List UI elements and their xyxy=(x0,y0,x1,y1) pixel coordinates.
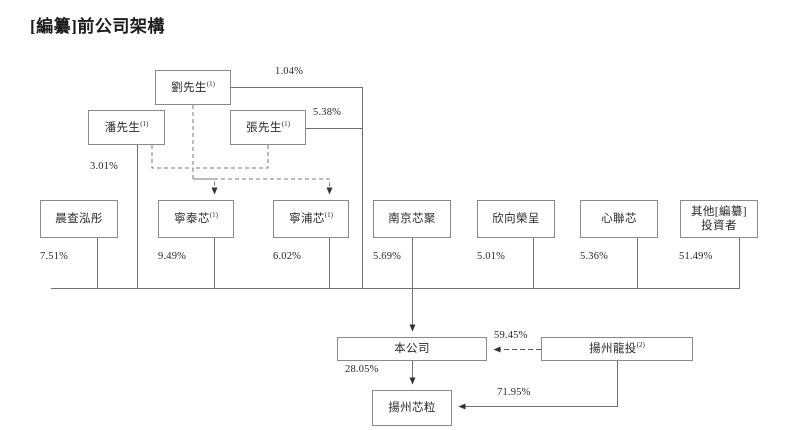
node-label: 揚州芯粒 xyxy=(388,402,436,415)
node-yangzhou-longtou[interactable]: 揚州龍投(2) xyxy=(541,337,693,361)
node-chenzha-hongtong[interactable]: 晨查泓彤 xyxy=(40,200,118,238)
node-xinxiang-rongcheng[interactable]: 欣向榮呈 xyxy=(477,200,555,238)
pct-chenzha: 7.51% xyxy=(40,251,69,262)
node-nanjing-xinju[interactable]: 南京芯聚 xyxy=(373,200,451,238)
node-ningpuxin[interactable]: 寧浦芯(1) xyxy=(273,200,349,238)
node-label: 寧泰芯 xyxy=(174,213,210,226)
pct-ningtai: 9.49% xyxy=(158,251,187,262)
pct-liu: 1.04% xyxy=(275,66,304,77)
pct-nanjing: 5.69% xyxy=(373,251,402,262)
node-footnote: (1) xyxy=(140,119,149,128)
pct-xinlian: 5.36% xyxy=(580,251,609,262)
node-yangzhou-xinli[interactable]: 揚州芯粒 xyxy=(372,390,452,426)
node-label: 劉先生 xyxy=(171,81,207,94)
node-footnote: (1) xyxy=(206,79,215,88)
page-title: [編纂]前公司架構 xyxy=(30,17,165,36)
node-footnote: (1) xyxy=(281,119,290,128)
edge-pan-to-ningtai xyxy=(151,145,193,169)
node-label: 寧浦芯 xyxy=(289,213,325,226)
edge-yzlt-to-yzxl xyxy=(458,361,618,410)
node-footnote: (1) xyxy=(209,211,218,220)
node-label: 心聯芯 xyxy=(601,213,637,226)
node-pan[interactable]: 潘先生(1) xyxy=(88,110,165,145)
pct-yzlt-company: 59.45% xyxy=(494,330,528,341)
edge-zhang-to-ningpu xyxy=(193,178,333,195)
node-footnote: (2) xyxy=(636,341,645,350)
pct-others: 51.49% xyxy=(679,251,713,262)
node-label: 南京芯聚 xyxy=(388,213,436,226)
edge-liu-to-ningtai xyxy=(192,105,218,195)
pct-company-yzxl: 28.05% xyxy=(345,364,379,375)
node-label: 欣向榮呈 xyxy=(492,213,540,226)
pct-yzlt-yzxl: 71.95% xyxy=(497,387,531,398)
node-other-investors[interactable]: 其他[編纂] 投資者 xyxy=(680,200,758,238)
node-label: 其他[編纂] 投資者 xyxy=(690,205,748,232)
node-label: 本公司 xyxy=(394,343,430,356)
node-label: 潘先生 xyxy=(104,121,141,134)
edge-zhang-rail xyxy=(193,145,269,169)
pct-xinxiang: 5.01% xyxy=(477,251,506,262)
node-liu[interactable]: 劉先生(1) xyxy=(155,70,231,105)
node-label: 晨查泓彤 xyxy=(55,213,103,226)
node-the-company[interactable]: 本公司 xyxy=(337,337,487,361)
pct-pan: 3.01% xyxy=(90,161,119,172)
pct-ningpu: 6.02% xyxy=(273,251,302,262)
node-xinlianxin[interactable]: 心聯芯 xyxy=(580,200,658,238)
node-label: 張先生 xyxy=(246,121,282,134)
pct-zhang: 5.38% xyxy=(313,107,342,118)
node-zhang[interactable]: 張先生(1) xyxy=(230,110,306,145)
node-label: 揚州龍投 xyxy=(589,343,637,356)
node-ningtaixin[interactable]: 寧泰芯(1) xyxy=(158,200,234,238)
node-footnote: (1) xyxy=(324,211,333,220)
